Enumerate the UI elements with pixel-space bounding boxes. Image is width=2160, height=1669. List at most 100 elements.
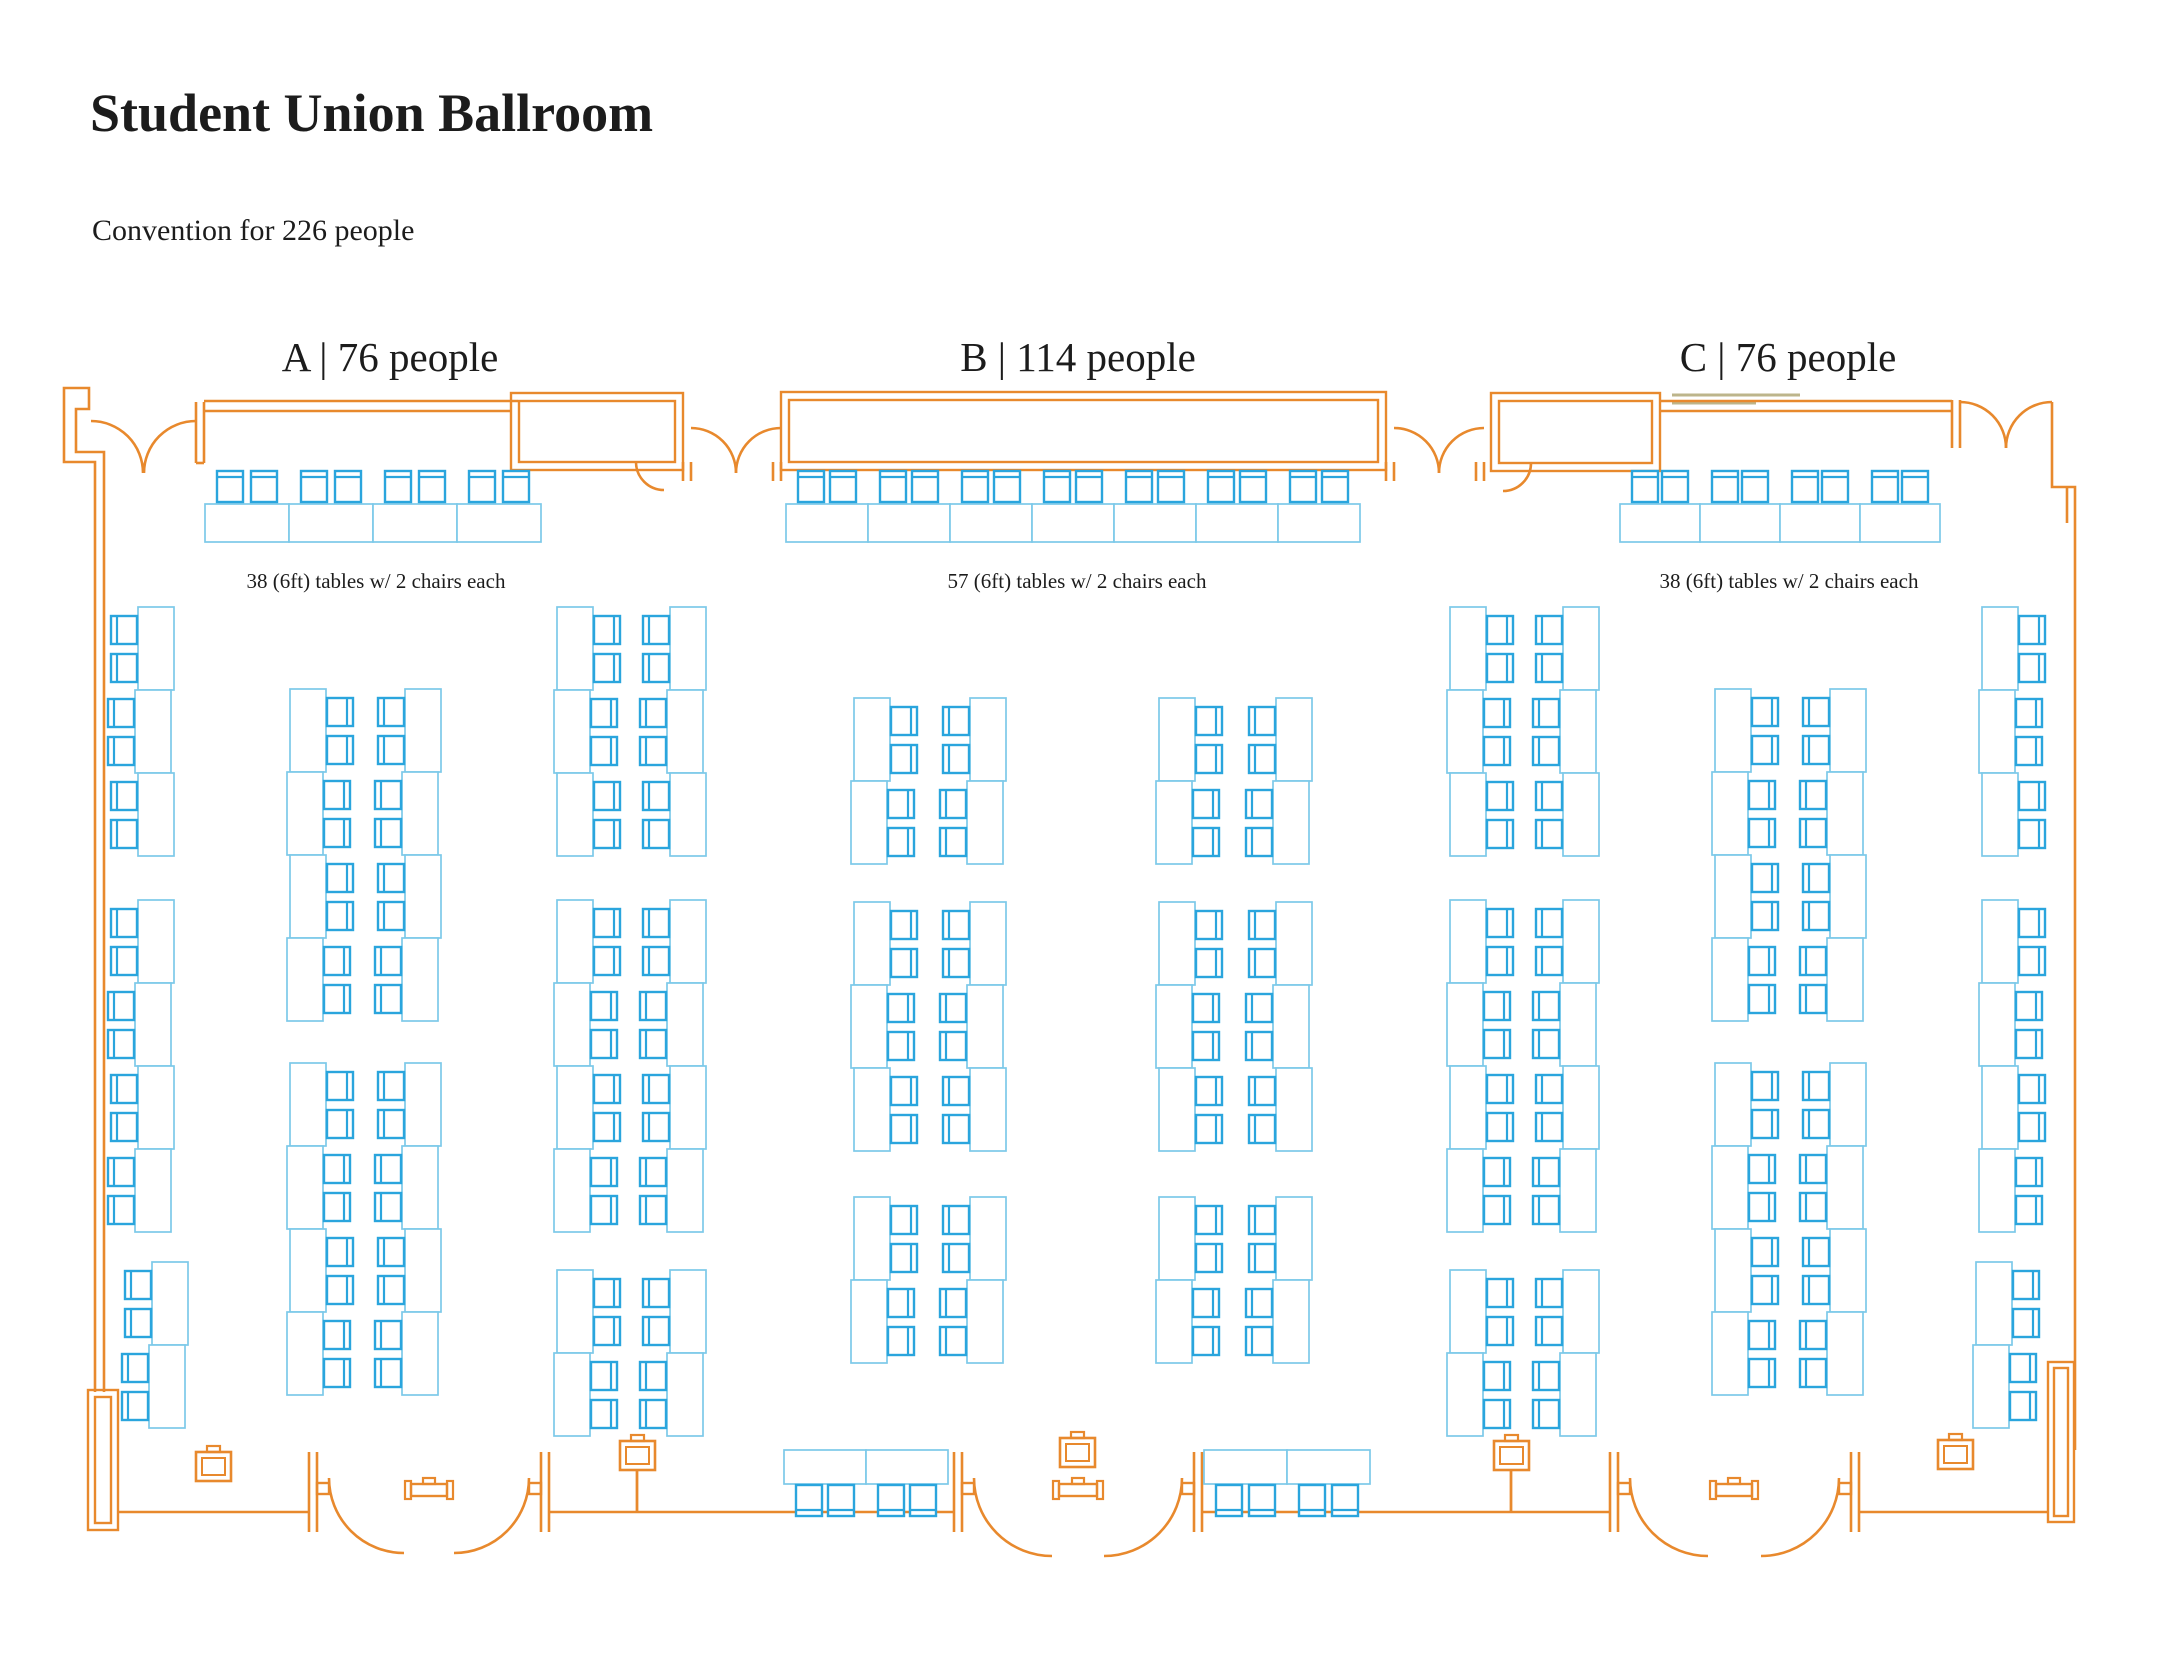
table [372, 503, 458, 543]
table [1562, 1065, 1600, 1150]
chair [828, 469, 858, 504]
chair [1798, 983, 1828, 1015]
chair [941, 1242, 971, 1274]
wall-rect [779, 390, 1388, 472]
chair [886, 992, 916, 1024]
section-b-header: B | 114 people [960, 334, 1196, 380]
chair [941, 743, 971, 775]
wall-rect [527, 1481, 543, 1496]
table-column-B [1155, 1196, 1224, 1364]
table-column-B [1244, 901, 1313, 1152]
chair [376, 696, 406, 728]
chair [1747, 817, 1777, 849]
chair [638, 697, 668, 729]
table [969, 697, 1007, 782]
table [289, 1062, 327, 1147]
chair [325, 1274, 355, 1306]
chair [109, 652, 139, 684]
chair [1288, 469, 1318, 504]
chair [876, 1483, 906, 1518]
chair [1630, 469, 1660, 504]
chair [941, 947, 971, 979]
table [1829, 854, 1867, 939]
table-column-C [1446, 1269, 1515, 1437]
table [1978, 982, 2016, 1067]
chair [120, 1352, 150, 1384]
table [949, 503, 1033, 543]
table-column-B [938, 697, 1007, 865]
table [1559, 982, 1597, 1067]
chair [589, 990, 619, 1022]
table [556, 606, 594, 691]
chair [299, 469, 329, 504]
wall-rect [517, 399, 677, 464]
chair [1482, 1398, 1512, 1430]
chair [376, 1108, 406, 1140]
door-swing-arc [1760, 1477, 1841, 1558]
chair [1482, 990, 1512, 1022]
table [151, 1261, 189, 1346]
chair [826, 1483, 856, 1518]
chair [592, 780, 622, 812]
chair [589, 1360, 619, 1392]
chair [1531, 1398, 1561, 1430]
chair [2014, 735, 2044, 767]
chair [1531, 1194, 1561, 1226]
chair [106, 990, 136, 1022]
chair [1870, 469, 1900, 504]
table-column-C [1711, 688, 1780, 1022]
chair [886, 1325, 916, 1357]
chair [941, 1075, 971, 1107]
chair [1531, 990, 1561, 1022]
chair [589, 697, 619, 729]
chair [2017, 780, 2047, 812]
chair [794, 1483, 824, 1518]
chair [109, 818, 139, 850]
table-column-C [1446, 606, 1515, 857]
table [853, 1196, 891, 1281]
chair [1747, 779, 1777, 811]
chair [1247, 1204, 1277, 1236]
wall-rect [315, 1481, 331, 1496]
chair [1534, 780, 1564, 812]
table-column-C [1978, 606, 2047, 857]
chair [1534, 652, 1564, 684]
chair [376, 1274, 406, 1306]
chair [2017, 614, 2047, 646]
chair [1482, 1028, 1512, 1060]
table [669, 606, 707, 691]
chair [322, 817, 352, 849]
chair [322, 945, 352, 977]
chair [638, 1360, 668, 1392]
chair [2011, 1269, 2041, 1301]
chair [215, 469, 245, 504]
chair [123, 1269, 153, 1301]
chair [373, 945, 403, 977]
wall-rect [1616, 1481, 1632, 1496]
chair [373, 817, 403, 849]
table-column-B [938, 1196, 1007, 1364]
chair [2014, 697, 2044, 729]
chair [1124, 469, 1154, 504]
chair [417, 469, 447, 504]
table-column-A [553, 1269, 622, 1437]
chair [1238, 469, 1268, 504]
chair [1482, 1194, 1512, 1226]
table [1859, 503, 1941, 543]
table [1449, 772, 1487, 857]
chair [322, 983, 352, 1015]
table [1711, 937, 1749, 1022]
chair [938, 1325, 968, 1357]
chair [941, 1113, 971, 1145]
door-center-panel [1708, 1476, 1760, 1501]
architecture-layer [62, 386, 2077, 1558]
table [966, 1279, 1004, 1364]
chair [641, 780, 671, 812]
table-column-B [1244, 697, 1313, 865]
chair [1214, 1483, 1244, 1518]
table-column-B [850, 697, 919, 865]
table [286, 1145, 324, 1230]
table [666, 1148, 704, 1233]
table [1275, 697, 1313, 782]
wall-rect [509, 391, 685, 472]
